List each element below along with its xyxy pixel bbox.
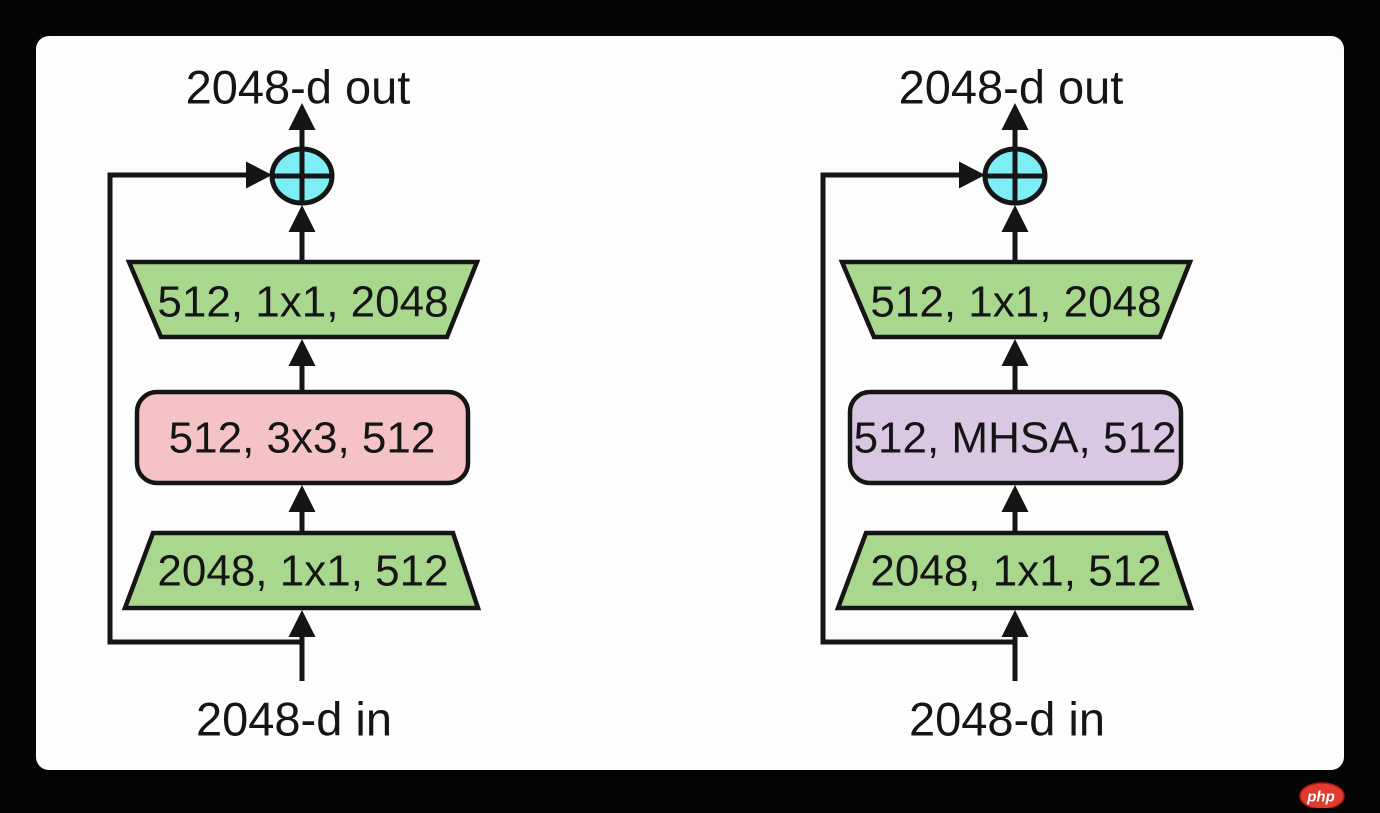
diagram-right-mhsa: 2048-d out 512, 1x1, 2048 512, MHSA, 512… (820, 61, 1195, 746)
input-arrowhead-icon (1001, 610, 1029, 637)
output-label: 2048-d out (899, 61, 1124, 114)
flow-arrowhead-icon (288, 485, 316, 512)
block-conv-expand (125, 259, 481, 340)
php-logo-label: php (1306, 789, 1335, 806)
block-label: 512, 1x1, 2048 (870, 278, 1161, 327)
flow-arrowhead-icon (1001, 485, 1029, 512)
block-label: 2048, 1x1, 512 (870, 547, 1161, 596)
block-label: 2048, 1x1, 512 (157, 547, 448, 596)
merge-add-icon (269, 146, 335, 206)
skip-connection-line (820, 172, 1015, 645)
block-label: 512, 1x1, 2048 (157, 278, 448, 327)
output-label: 2048-d out (186, 61, 411, 114)
flow-arrowhead-icon (1001, 205, 1029, 232)
diagram-left-bottleneck: 2048-d out 512, 1x1, 2048 512, 3x3, 512 (107, 61, 482, 746)
block-label: 512, 3x3, 512 (169, 414, 436, 463)
merge-add-icon (982, 146, 1048, 206)
input-label: 2048-d in (909, 693, 1105, 746)
block-conv-reduce (121, 530, 482, 611)
flow-arrowhead-icon (288, 339, 316, 366)
flow-arrowhead-icon (1001, 339, 1029, 366)
flow-arrowhead-icon (288, 205, 316, 232)
skip-arrowhead-icon (959, 161, 985, 189)
skip-connection-line (107, 172, 302, 645)
block-conv-3x3 (134, 389, 471, 486)
block-conv-reduce (834, 530, 1195, 611)
output-arrowhead-icon (1001, 103, 1029, 130)
skip-arrowhead-icon (246, 161, 272, 189)
input-label: 2048-d in (196, 693, 392, 746)
output-arrowhead-icon (288, 103, 316, 130)
input-arrowhead-icon (288, 610, 316, 637)
block-conv-expand (838, 259, 1194, 340)
block-mhsa (847, 389, 1184, 486)
php-watermark-logo: php (1299, 782, 1345, 810)
block-label: 512, MHSA, 512 (854, 414, 1177, 463)
